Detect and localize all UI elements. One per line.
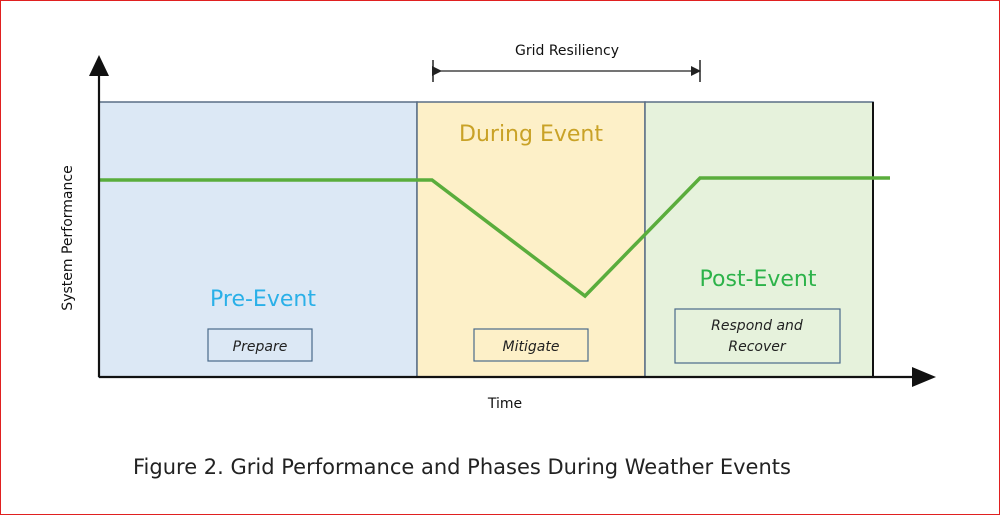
panel-post-event bbox=[644, 101, 874, 378]
x-axis-arrow-icon bbox=[912, 367, 936, 387]
performance-line bbox=[99, 176, 890, 299]
panel-pre-event bbox=[98, 101, 418, 378]
y-axis-arrow-icon bbox=[89, 55, 109, 76]
mitigate-label: Mitigate bbox=[503, 339, 560, 355]
phase-title-post-event: Post-Event bbox=[700, 267, 817, 292]
respond-and-label: Respond and bbox=[711, 318, 803, 334]
prepare-label: Prepare bbox=[233, 339, 288, 355]
y-axis-label: System Performance bbox=[60, 165, 76, 310]
grid-resiliency-label: Grid Resiliency bbox=[515, 43, 619, 59]
respond-recover-box bbox=[674, 308, 841, 364]
recover-label: Recover bbox=[728, 339, 787, 355]
x-axis-label: Time bbox=[487, 396, 522, 412]
prepare-box bbox=[207, 328, 313, 362]
figure-caption: Figure 2. Grid Performance and Phases Du… bbox=[133, 455, 791, 479]
phase-title-pre-event: Pre-Event bbox=[210, 287, 316, 312]
phase-title-during-event: During Event bbox=[459, 122, 603, 147]
panel-during-event bbox=[416, 101, 646, 378]
mitigate-box bbox=[473, 328, 589, 362]
